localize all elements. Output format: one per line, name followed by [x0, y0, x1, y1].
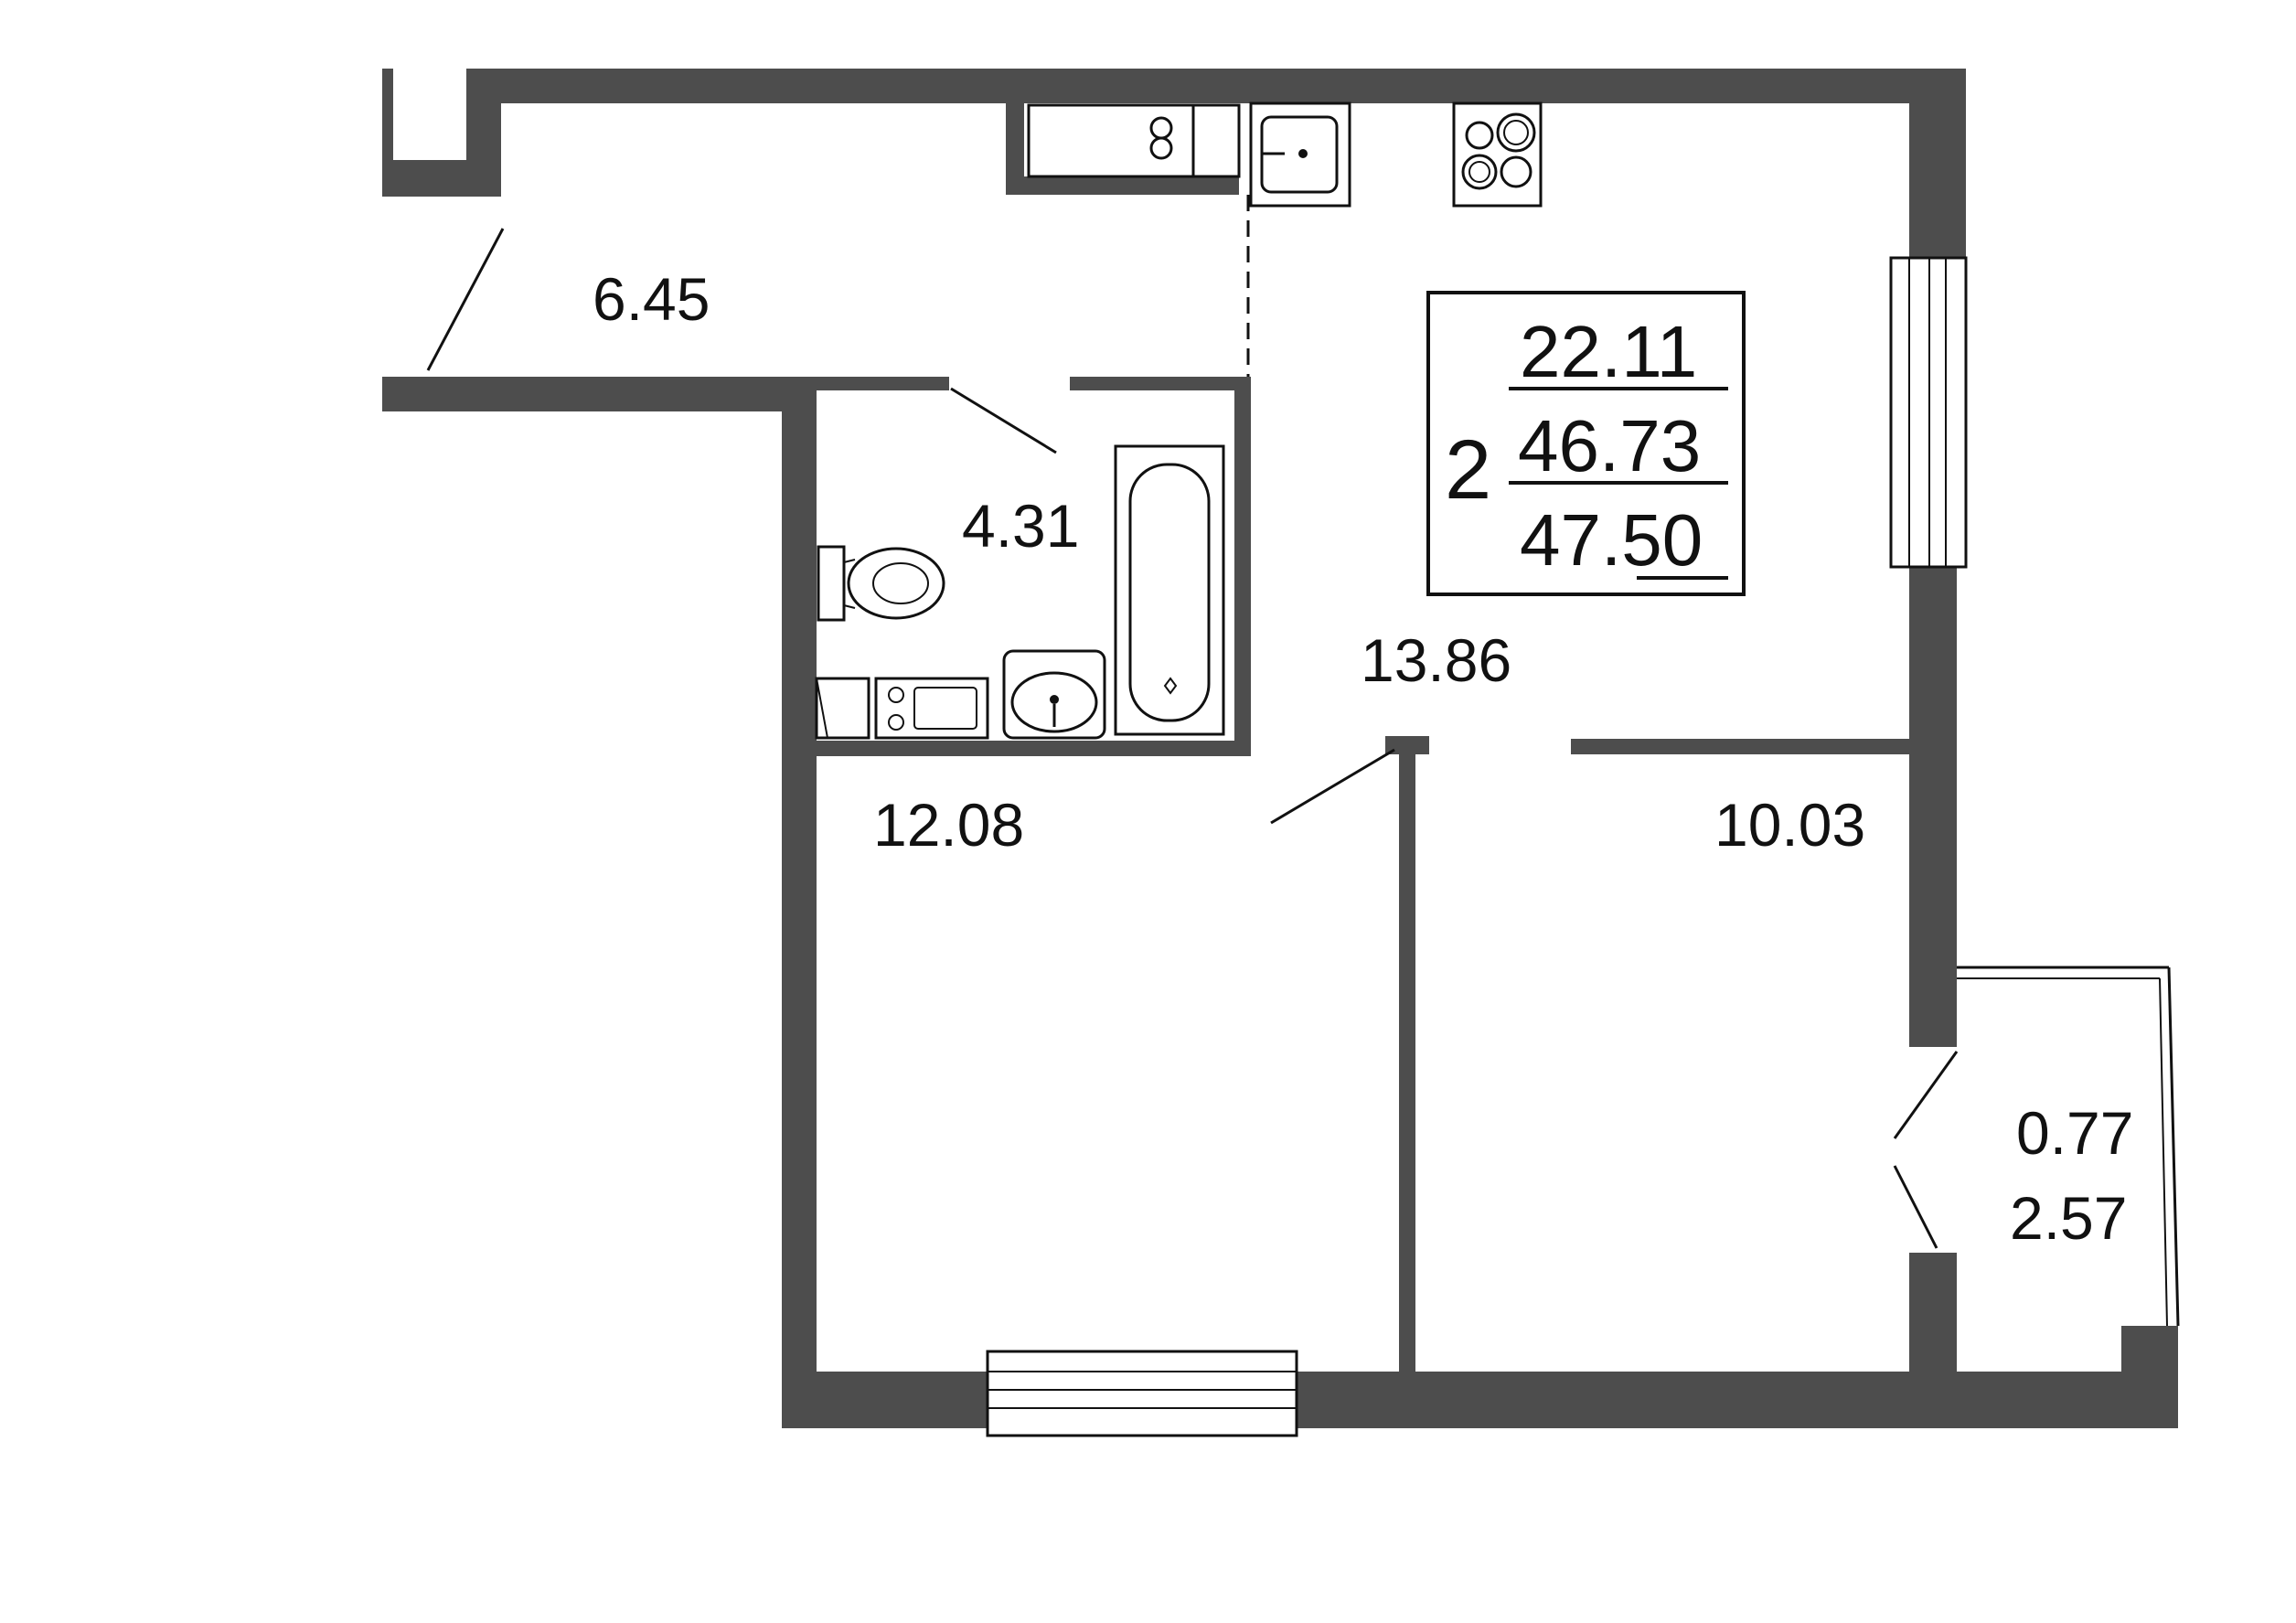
- wall-bottom-left: [782, 1372, 994, 1428]
- bedroom-left-door: [1270, 748, 1395, 825]
- wall-right-lower: [1909, 1253, 1957, 1385]
- wall-top-left-pillar: [466, 69, 501, 197]
- washing-machine-icon: [815, 677, 989, 740]
- stove-icon: [1452, 101, 1543, 208]
- wall-bath-top-right: [1070, 377, 1244, 390]
- window-bottom: [986, 1350, 1298, 1437]
- wall-bedroom-partition: [1399, 741, 1415, 1372]
- wall-bedroom-right-top: [1571, 739, 1937, 754]
- wall-partition-cap: [1385, 736, 1429, 754]
- balcony-door-top: [1893, 1051, 1959, 1139]
- wall-right-mid: [1909, 567, 1957, 1047]
- wall-hall-bottom: [382, 377, 807, 411]
- room-labels: 6.45 4.31 13.86 12.08 10.03 0.77 2.57: [593, 265, 2133, 1252]
- room-area-kitchen-living: 13.86: [1361, 626, 1511, 694]
- total-area: 46.73: [1518, 405, 1701, 486]
- rooms-count: 2: [1445, 423, 1491, 517]
- bathroom-door: [950, 387, 1057, 454]
- balcony-glazing: [1957, 966, 2180, 1327]
- wall-left: [782, 377, 817, 1428]
- room-area-bedroom-left: 12.08: [873, 791, 1024, 859]
- room-area-hall: 6.45: [593, 265, 710, 333]
- bathtub-icon: [1114, 444, 1225, 736]
- wardrobe-icon: [1027, 103, 1241, 178]
- wall-right-upper: [1909, 69, 1966, 261]
- wall-top: [466, 69, 1966, 103]
- wall-bath-right: [1234, 377, 1251, 756]
- kitchen-sink-icon: [1249, 101, 1351, 208]
- toilet-icon: [817, 545, 945, 622]
- wall-bath-top-left: [782, 377, 949, 390]
- total-area-with-balcony: 47.50: [1520, 499, 1703, 581]
- doors: [426, 195, 1959, 1249]
- wall-bath-bottom: [782, 741, 1251, 756]
- balcony-door-bottom: [1893, 1165, 1938, 1249]
- balcony-area: 0.77: [2016, 1099, 2133, 1167]
- room-area-bedroom-right: 10.03: [1714, 791, 1865, 859]
- wall-bottom-right: [1297, 1372, 2178, 1428]
- balcony-area-full: 2.57: [2010, 1184, 2127, 1252]
- summary-frame: [1426, 291, 1746, 596]
- entrance-door: [426, 228, 505, 371]
- living-area: 22.11: [1520, 311, 1697, 392]
- room-area-bathroom: 4.31: [962, 492, 1079, 560]
- apartment-summary: 2 22.11 46.73 47.50: [1426, 291, 1746, 596]
- window-right: [1889, 256, 1968, 569]
- bathroom-sink-icon: [1002, 649, 1106, 740]
